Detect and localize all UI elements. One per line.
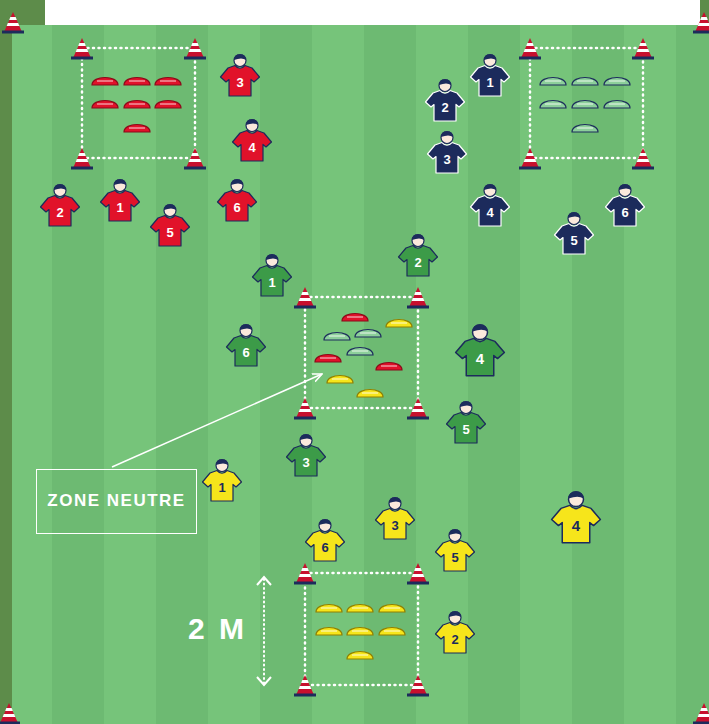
player-jersey: 1	[252, 253, 292, 297]
player-number: 1	[470, 53, 510, 89]
player-number: 4	[470, 183, 510, 219]
player-number: 3	[427, 130, 467, 166]
player-jersey: 1	[470, 53, 510, 97]
player-number: 4	[551, 490, 601, 533]
dimension-arrow	[257, 577, 271, 685]
player-number: 6	[305, 518, 345, 554]
player-number: 5	[435, 528, 475, 564]
player-jersey: 5	[446, 400, 486, 444]
player-jersey: 4	[232, 118, 272, 162]
player-number: 2	[40, 183, 80, 219]
yellow-discs	[316, 320, 412, 660]
player-jersey: 4	[470, 183, 510, 227]
red-square	[82, 48, 195, 158]
navy-discs	[324, 78, 630, 356]
player-number: 2	[398, 233, 438, 269]
player-jersey: 5	[554, 211, 594, 255]
player-number: 6	[605, 183, 645, 219]
player-number: 3	[286, 433, 326, 469]
callout-text: ZONE NEUTRE	[47, 492, 185, 511]
player-jersey: 3	[286, 433, 326, 477]
player-jersey: 3	[427, 130, 467, 174]
callout-box: ZONE NEUTRE	[36, 469, 197, 534]
player-jersey: 6	[605, 183, 645, 227]
player-jersey: 6	[217, 178, 257, 222]
header-band	[45, 0, 700, 25]
player-number: 5	[150, 203, 190, 239]
player-jersey: 4	[455, 323, 505, 377]
player-jersey: 3	[220, 53, 260, 97]
player-number: 6	[226, 323, 266, 359]
dimension-label: 2 M	[188, 614, 247, 644]
player-number: 5	[554, 211, 594, 247]
player-number: 2	[435, 610, 475, 646]
player-number: 4	[232, 118, 272, 154]
player-jersey: 5	[150, 203, 190, 247]
player-number: 3	[375, 496, 415, 532]
player-jersey: 5	[435, 528, 475, 572]
player-number: 3	[220, 53, 260, 89]
player-jersey: 4	[551, 490, 601, 544]
player-jersey: 2	[40, 183, 80, 227]
neutral-square	[305, 297, 418, 408]
player-jersey: 3	[375, 496, 415, 540]
pitch	[12, 25, 709, 724]
player-number: 5	[446, 400, 486, 436]
player-jersey: 6	[305, 518, 345, 562]
navy-square	[530, 48, 643, 158]
cones	[0, 12, 709, 724]
yellow-square	[305, 573, 418, 685]
red-discs	[92, 78, 402, 371]
player-number: 2	[425, 78, 465, 114]
player-jersey: 6	[226, 323, 266, 367]
player-jersey: 2	[425, 78, 465, 122]
player-jersey: 2	[398, 233, 438, 277]
player-number: 1	[202, 458, 242, 494]
player-jersey: 1	[202, 458, 242, 502]
player-jersey: 1	[100, 178, 140, 222]
player-number: 4	[455, 323, 505, 366]
player-number: 1	[100, 178, 140, 214]
player-number: 6	[217, 178, 257, 214]
player-jersey: 2	[435, 610, 475, 654]
player-number: 1	[252, 253, 292, 289]
